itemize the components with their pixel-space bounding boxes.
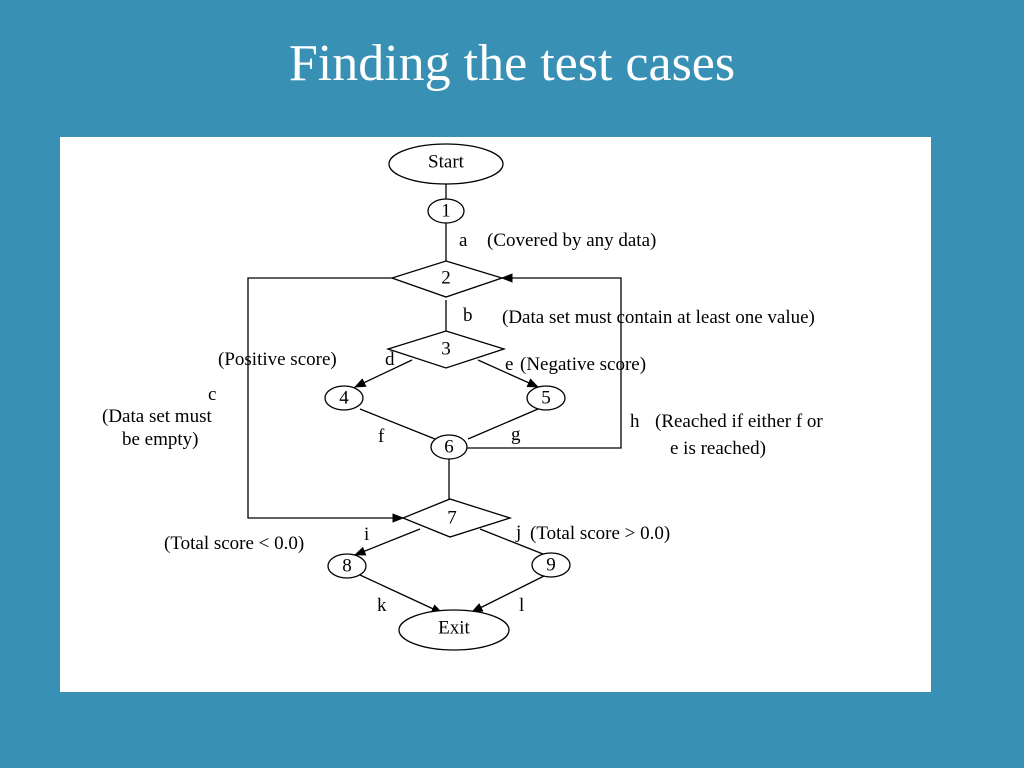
annotation-h-line2: e is reached) (670, 438, 766, 459)
annotation-e: (Negative score) (520, 354, 646, 375)
node-5-label: 5 (541, 388, 551, 409)
edge-label-k: k (377, 595, 387, 616)
node-3: 3 (385, 330, 507, 369)
edge-g (467, 408, 539, 440)
edge-label-l: l (519, 595, 524, 616)
flowchart-panel: Start 1 2 3 4 5 6 7 (60, 137, 931, 692)
node-2-label: 2 (441, 268, 451, 289)
node-3-label: 3 (441, 339, 451, 360)
annotation-c-line1: (Data set must (102, 406, 212, 427)
node-exit-label: Exit (438, 618, 470, 639)
edge-e (477, 359, 540, 388)
node-8: 8 (327, 553, 367, 579)
node-1-label: 1 (441, 201, 451, 222)
edge-c (247, 277, 405, 523)
node-4: 4 (324, 385, 364, 411)
node-7: 7 (401, 498, 513, 538)
edge-label-c: c (208, 384, 216, 405)
annotation-a: (Covered by any data) (487, 230, 656, 251)
node-5: 5 (526, 385, 566, 411)
edge-label-e: e (505, 354, 513, 375)
edge-label-i: i (364, 524, 369, 545)
edge-label-f: f (378, 426, 385, 447)
node-6: 6 (430, 434, 468, 460)
edge-label-d: d (385, 349, 395, 370)
edge-label-g: g (511, 424, 521, 445)
annotation-i: (Total score < 0.0) (164, 533, 304, 554)
edge-k (359, 574, 444, 614)
slide-title: Finding the test cases (288, 35, 736, 92)
node-8-label: 8 (342, 556, 352, 577)
node-6-label: 6 (444, 437, 454, 458)
node-7-label: 7 (447, 508, 457, 529)
edge-label-h: h (630, 411, 640, 432)
edge-i (353, 528, 421, 556)
node-9-label: 9 (546, 555, 556, 576)
edge-j (479, 528, 549, 557)
edge-l (470, 574, 547, 613)
node-start-label: Start (428, 152, 465, 173)
annotation-j: (Total score > 0.0) (530, 523, 670, 544)
flowchart: Start 1 2 3 4 5 6 7 (102, 143, 823, 651)
node-2: 2 (389, 260, 505, 298)
node-start: Start (388, 143, 504, 185)
annotation-b: (Data set must contain at least one valu… (502, 307, 815, 328)
edge-d (353, 359, 413, 388)
node-9: 9 (531, 552, 571, 578)
edge-label-j: j (515, 522, 521, 543)
node-4-label: 4 (339, 388, 349, 409)
edge-label-a: a (459, 230, 468, 251)
annotation-h-line1: (Reached if either f or (655, 411, 823, 432)
edge-h (466, 273, 622, 449)
node-1: 1 (427, 198, 465, 224)
annotation-c-line2: be empty) (122, 429, 199, 450)
edge-label-b: b (463, 305, 473, 326)
edge-f (359, 408, 436, 440)
node-exit: Exit (398, 609, 510, 651)
annotation-d: (Positive score) (218, 349, 337, 370)
